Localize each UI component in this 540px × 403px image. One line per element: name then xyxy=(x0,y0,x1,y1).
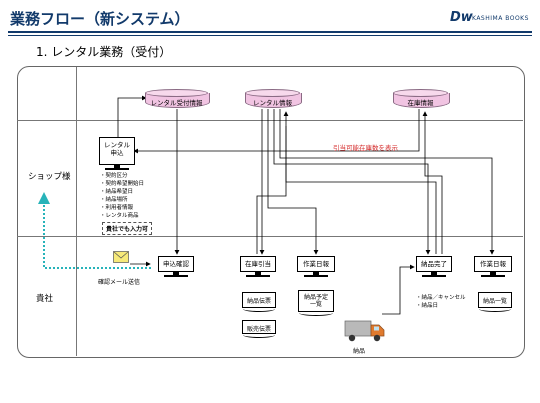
terminal-work-schedule-1-label: 作業日報 xyxy=(297,256,335,272)
title-rule xyxy=(8,31,532,33)
doc-sales-slip: 販売伝票 xyxy=(242,320,276,338)
db-rental-reception: レンタル受付情報 xyxy=(145,89,210,109)
flow-frame xyxy=(17,66,525,358)
lane-divider-bottom xyxy=(17,236,523,237)
lane-divider-top xyxy=(17,120,523,121)
terminal-work-schedule-2-label: 作業日報 xyxy=(474,256,512,272)
db-inventory: 在庫情報 xyxy=(393,89,450,109)
doc-delivery-plan: 納品予定 一覧 xyxy=(298,290,334,316)
confirm-mail-note: 確認メール送信 xyxy=(98,279,141,286)
terminal-apply-confirm-label: 申込確認 xyxy=(158,256,194,272)
input-item: ・レンタル商品 xyxy=(100,213,139,219)
mail-icon xyxy=(113,251,129,263)
db-rental-info: レンタル情報 xyxy=(245,89,302,109)
input-item: ・契約区分 xyxy=(100,173,128,179)
show-stock-note: 引当可能在庫数を表示 xyxy=(333,144,398,152)
input-item: ・契約希望開始日 xyxy=(100,181,145,187)
db-rental-reception-label: レンタル受付情報 xyxy=(150,99,203,107)
terminal-stock-allocation-label: 在庫引当 xyxy=(240,256,276,272)
company-logo: Dw KASHIMA BOOKS xyxy=(450,10,530,28)
terminal-delivery-complete-label: 納品完了 xyxy=(416,256,452,272)
page-title: 業務フロー（新システム） xyxy=(10,10,190,28)
logo-text: KASHIMA BOOKS xyxy=(472,15,529,22)
title-rule-thin xyxy=(8,35,532,36)
lane-label-column xyxy=(76,67,77,356)
delivery-label: 納品 xyxy=(353,348,366,355)
delivery-note-item: ・納品日 xyxy=(416,303,439,309)
truck-icon xyxy=(344,320,385,342)
input-item: ・納品希望日 xyxy=(100,189,134,195)
company-input-note: 貴社でも入力可 xyxy=(102,222,153,235)
input-item: ・利用者情報 xyxy=(100,205,134,211)
delivery-note-item: ・納品／キャンセル xyxy=(416,295,466,301)
delivery-notes-list: ・納品／キャンセル ・納品日 xyxy=(416,294,466,310)
terminal-rental-apply-label: レンタル 申込 xyxy=(99,137,135,165)
doc-delivery-list: 納品一覧 xyxy=(478,292,512,312)
input-item: ・納品場所 xyxy=(100,197,128,203)
doc-delivery-slip: 納品伝票 xyxy=(242,292,276,312)
input-items-list: ・契約区分 ・契約希望開始日 ・納品希望日 ・納品場所 ・利用者情報 ・レンタル… xyxy=(100,172,144,220)
db-rental-info-label: レンタル情報 xyxy=(253,99,292,107)
db-inventory-label: 在庫情報 xyxy=(407,99,434,107)
lane-label-customer: ショップ様 xyxy=(28,172,71,182)
lane-label-company: 貴社 xyxy=(36,294,54,304)
section-subtitle: 1. レンタル業務（受付） xyxy=(36,45,172,59)
logo-mark: Dw xyxy=(450,10,473,25)
